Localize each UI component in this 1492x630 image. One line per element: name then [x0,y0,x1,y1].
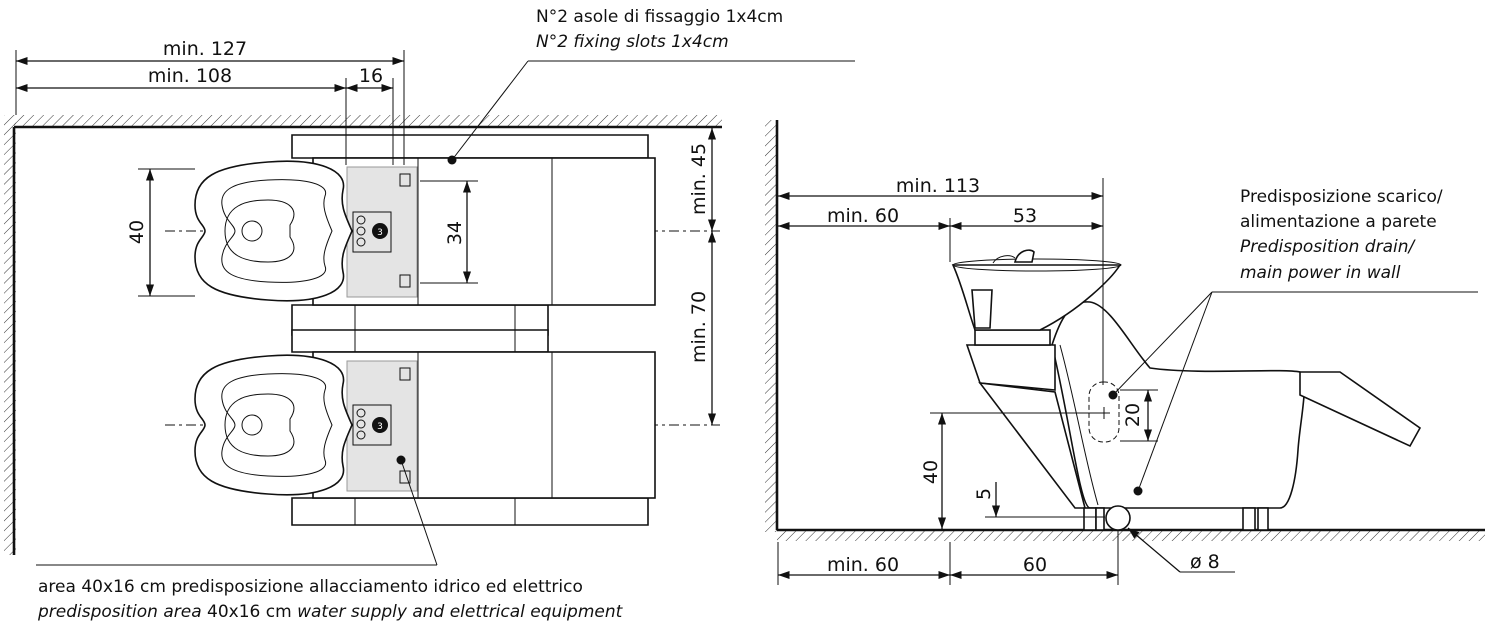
dim-label-5: 5 [973,488,995,500]
drain-icon [241,414,263,436]
dim-label-34: 34 [444,221,466,245]
area-note-italian: area 40x16 cm predisposizione allacciame… [38,577,583,597]
washbasin-unit-lower: 3 [194,329,656,526]
drain-icon [241,220,263,242]
control-knob-label: 3 [377,228,383,238]
side-view: min. 113 min. 60 53 20 40 5 min. 60 60 [765,120,1485,585]
tap-icon [1013,249,1035,263]
fixing-slot-icon [399,274,411,288]
dim-label-40-side: 40 [920,460,942,484]
dim-label-53: 53 [1013,205,1037,227]
side-view-dimensions: min. 113 min. 60 53 20 40 5 min. 60 60 [777,175,1235,585]
dim-label-20: 20 [1122,403,1144,427]
control-panel-upper [352,211,392,253]
control-panel-lower [352,404,392,446]
dim-label-16: 16 [359,65,383,87]
fixing-slot-icon [399,173,411,187]
armrest-back-lower [291,329,549,353]
leader-dot [447,155,457,165]
dim-label-40-top: 40 [126,220,148,244]
top-view-dimensions: min. 127 min. 108 16 40 34 min. 45 min. … [15,38,717,425]
dim-label-min45: min. 45 [688,143,710,215]
area-note-english: predisposition area 40x16 cm water suppl… [37,602,624,622]
wall-note-italian-line2: alimentazione a parete [1240,212,1437,232]
dim-label-60: 60 [1023,554,1047,576]
fixing-note-english: N°2 fixing slots 1x4cm [536,32,729,52]
side-view-notes: Predisposizione scarico/ alimentazione a… [1108,187,1478,496]
leg-rest [1299,371,1422,448]
dim-label-min60-top: min. 60 [827,205,899,227]
dim-label-min127: min. 127 [163,38,247,60]
armrest-front-lower [291,497,649,526]
dia8-leader [1127,527,1181,573]
fixing-note-italian: N°2 asole di fissaggio 1x4cm [536,7,783,27]
dim-label-min70: min. 70 [688,291,710,363]
wall-note-italian-line1: Predisposizione scarico/ [1240,187,1443,207]
basin-outline-lower [194,354,353,496]
dim-label-min108: min. 108 [148,65,232,87]
wall-note-english-line2: main power in wall [1240,263,1401,283]
top-view: 3 3 [4,7,855,622]
armrest-back-upper [291,134,649,159]
top-view-walls [4,115,722,555]
washbasin-side [951,249,1422,531]
wall-note-english-line1: Predisposition drain/ [1240,237,1417,257]
control-knob-label: 3 [377,422,383,432]
washbasin-unit-upper: 3 [194,134,656,336]
dim-label-dia8: ø 8 [1190,551,1220,573]
leader-dot [1108,390,1118,400]
basin-bowl-side [951,264,1122,331]
fixing-slot-icon [399,367,411,381]
basin-outline-upper [194,160,353,302]
leader-dot [1133,486,1143,496]
dim-label-min60-bottom: min. 60 [827,554,899,576]
dim-label-min113: min. 113 [896,175,980,197]
wall-access-opening [1088,381,1120,443]
top-view-notes: N°2 asole di fissaggio 1x4cm N°2 fixing … [36,7,855,622]
drain-pipe-circle [1105,505,1131,531]
seat-body-side [1051,301,1306,509]
